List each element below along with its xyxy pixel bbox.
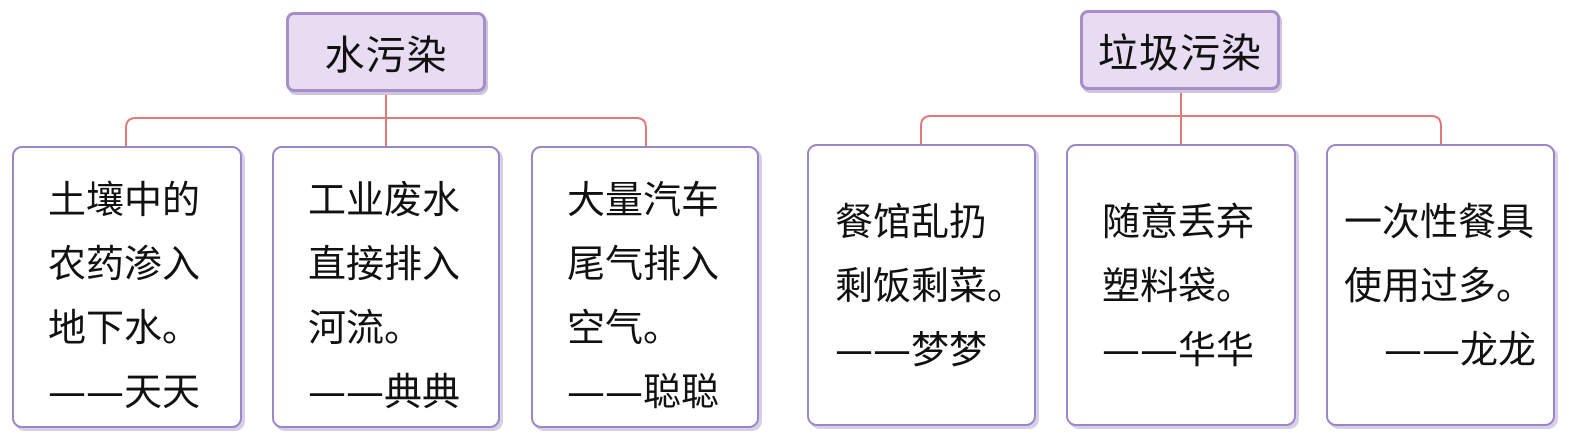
card-text-line: 大量汽车 [567, 178, 720, 222]
card-opinion: 工业废水 直接排入 河流。 ——典典 [272, 146, 500, 428]
card-text-line: 随意丢弃 [1102, 200, 1255, 244]
card-text-line: 河流。 [308, 306, 423, 350]
card-opinion: 土壤中的 农药渗入 地下水。 ——天天 [12, 146, 242, 428]
card-text-line: 空气。 [567, 306, 682, 350]
card-author: ——梦梦 [835, 328, 988, 372]
card-author: ——聪聪 [567, 370, 720, 414]
title-water-pollution: 水污染 [286, 12, 486, 92]
card-text-line: 直接排入 [308, 242, 461, 286]
card-text-line: 地下水。 [48, 306, 201, 350]
card-author: ——华华 [1102, 328, 1255, 372]
card-author: ——龙龙 [1384, 328, 1537, 372]
card-text-line: 尾气排入 [567, 242, 720, 286]
card-text-line: 餐馆乱扔 [835, 200, 988, 244]
card-opinion: 餐馆乱扔 剩饭剩菜。 ——梦梦 [807, 144, 1036, 426]
card-text-line: 使用过多。 [1344, 264, 1535, 308]
card-opinion: 随意丢弃 塑料袋。 ——华华 [1066, 144, 1296, 426]
card-text-line: 农药渗入 [48, 242, 201, 286]
card-opinion: 大量汽车 尾气排入 空气。 ——聪聪 [531, 146, 759, 428]
card-text-line: 土壤中的 [48, 178, 201, 222]
card-author: ——天天 [48, 370, 201, 414]
title-garbage-pollution: 垃圾污染 [1080, 10, 1280, 90]
card-text-line: 工业废水 [308, 178, 461, 222]
card-opinion: 一次性餐具 使用过多。 ——龙龙 [1326, 144, 1555, 426]
connector-water [125, 92, 647, 146]
card-text-line: 一次性餐具 [1344, 200, 1535, 244]
card-author: ——典典 [308, 370, 461, 414]
card-text-line: 塑料袋。 [1102, 264, 1255, 308]
card-text-line: 剩饭剩菜。 [835, 264, 1026, 308]
connector-garbage [920, 90, 1442, 144]
